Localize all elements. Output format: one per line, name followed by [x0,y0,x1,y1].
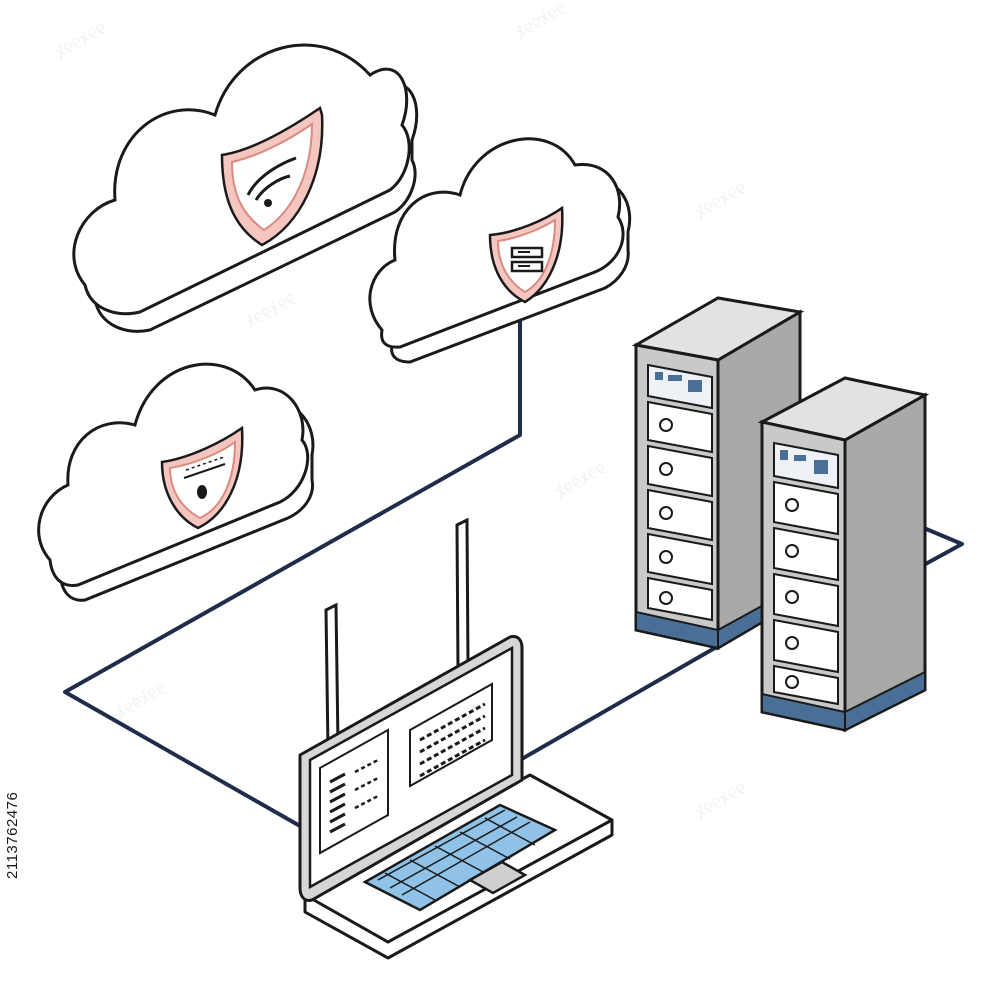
stock-id-label: 2113762476 [4,791,21,879]
wifi-shield-icon [220,105,324,247]
screen-panel-left [319,728,389,855]
screen-panel-right [409,682,493,788]
laptop-router [298,517,614,960]
svg-text:ﾒ୧୧ﾒ୧୧: ﾒ୧୧ﾒ୧୧ [52,18,111,64]
cloud-right [368,137,632,364]
antenna-left [324,602,340,753]
svg-text:ﾒ୧୧ﾒ୧୧: ﾒ୧୧ﾒ୧୧ [512,0,571,44]
cable-server1-to-laptop [519,643,721,762]
svg-text:ﾒ୧୧ﾒ୧୧: ﾒ୧୧ﾒ୧୧ [552,458,611,504]
rack-1-drive-bays [647,400,713,622]
svg-text:ﾒ୧୧ﾒ୧୧: ﾒ୧୧ﾒ୧୧ [692,778,751,824]
cable-cloud-to-laptop [63,320,522,828]
svg-text:ﾒ୧୧ﾒ୧୧: ﾒ୧୧ﾒ୧୧ [112,678,171,724]
rack-2-panel [773,441,839,490]
svg-text:ﾒ୧୧ﾒ୧୧: ﾒ୧୧ﾒ୧୧ [692,178,751,224]
rack-1-panel [647,363,713,410]
server-rack-1 [631,296,805,651]
server-rack-2 [757,376,930,733]
antenna-right [455,517,470,673]
person-shield-icon [160,425,244,530]
cloud-large [72,43,419,333]
keyboard [362,803,558,912]
cloud-left [37,362,315,602]
rack-2-drive-bays [773,480,839,706]
touchpad [467,860,528,895]
server-shield-icon [488,205,564,304]
svg-text:ﾒ୧୧ﾒ୧୧: ﾒ୧୧ﾒ୧୧ [242,288,301,334]
